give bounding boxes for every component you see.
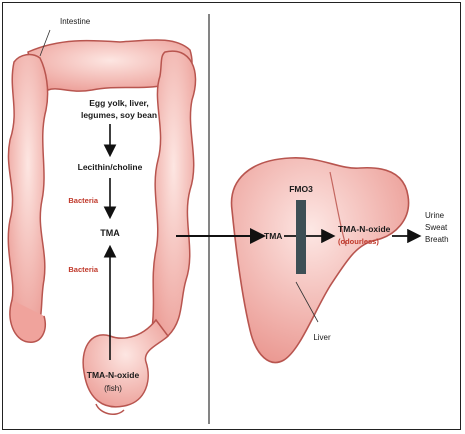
liver-illustration (232, 158, 409, 363)
fmo3-label: FMO3 (289, 184, 313, 194)
diet-sources-line2: legumes, soy bean (81, 110, 157, 120)
odourless-label: (odourless) (338, 237, 379, 246)
descending-colon (152, 51, 196, 340)
tma-n-oxide-liver-label: TMA-N-oxide (338, 224, 391, 234)
lecithin-label: Lecithin/choline (78, 162, 143, 172)
intestine-label: Intestine (60, 17, 91, 26)
liver-label: Liver (313, 333, 331, 342)
output-breath: Breath (425, 235, 449, 244)
bacteria-label-bottom: Bacteria (68, 265, 98, 274)
tma-n-oxide-fish-line2: (fish) (104, 384, 122, 393)
tma-right-label: TMA (264, 231, 282, 241)
sigmoid-colon (83, 320, 168, 407)
diet-sources-line1: Egg yolk, liver, (89, 98, 149, 108)
fmo3-enzyme-bar (296, 200, 306, 274)
liver-shape (232, 158, 409, 363)
tma-left-label: TMA (100, 228, 120, 238)
bacteria-label-top: Bacteria (68, 196, 98, 205)
tma-n-oxide-fish-line1: TMA-N-oxide (87, 370, 140, 380)
output-sweat: Sweat (425, 223, 448, 232)
output-urine: Urine (425, 211, 445, 220)
ascending-colon (8, 55, 47, 329)
